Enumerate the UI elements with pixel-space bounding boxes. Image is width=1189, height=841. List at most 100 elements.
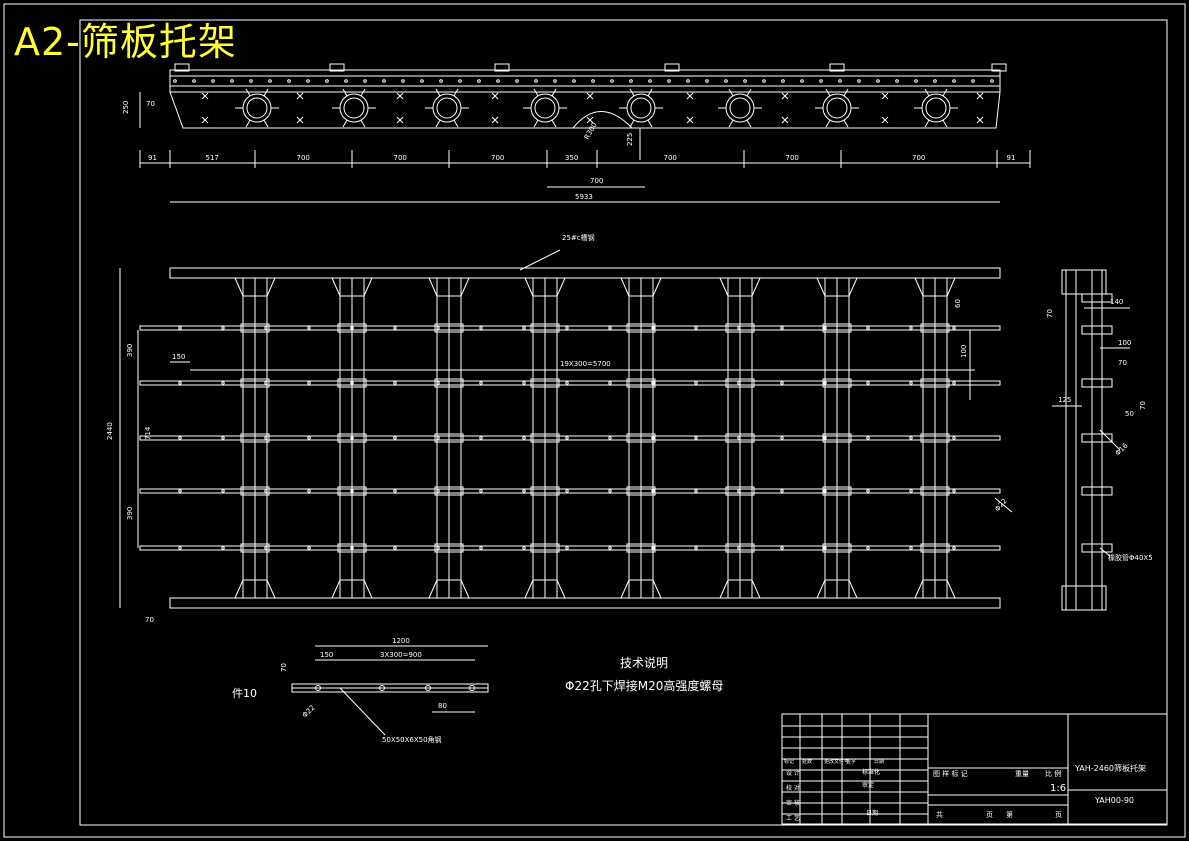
bolt-hole [325,79,329,83]
cross-member [139,545,1001,551]
post-clamp [240,433,270,443]
post-clamp [725,433,755,443]
member-hole [952,546,956,550]
span-dim: 350 [565,154,578,162]
channel-note: 25#c槽钢 [562,233,595,242]
cross-mark [491,92,499,100]
pipe-hole-inner [534,97,556,119]
bar-hole [379,685,385,691]
cross-mark [296,92,304,100]
rev-header: 更改文件号 [824,758,849,765]
member-hole [608,489,612,493]
bolt-hole [192,79,196,83]
mount-tab [664,63,680,72]
weld-mark [533,88,539,97]
side-dim: Φ16 [1114,441,1130,457]
member-hole [565,436,569,440]
mount-tab [329,63,345,72]
member-hole [393,436,397,440]
weld-mark [728,88,734,97]
cross-mark [201,92,209,100]
side-bracket [1081,543,1113,553]
post-gusset [719,579,761,599]
scale-value: 1:6 [1050,783,1066,794]
bolt-hole [857,79,861,83]
sheet-label: 第 [1006,810,1013,819]
weld-mark [435,88,441,97]
bolt-hole [173,79,177,83]
bolt-hole [648,79,652,83]
side-bracket [1081,486,1113,496]
side-dim: 100 [1118,339,1131,347]
bolt-hole [971,79,975,83]
mark-label: 比 例 [1045,769,1061,778]
bottom-channel [169,597,1001,609]
role-label: 校 对 [786,784,800,792]
member-hole [479,489,483,493]
edge-dim: 150 [172,353,185,361]
bolt-hole [477,79,481,83]
post-clamp [240,378,270,388]
post-gusset [620,277,662,297]
post-clamp [337,378,367,388]
side-cap [1061,585,1107,611]
member-hole [952,436,956,440]
mount-tab [991,63,1007,72]
member-hole [694,381,698,385]
member-hole [694,436,698,440]
bolt-hole [629,79,633,83]
member-hole [393,546,397,550]
member-hole [694,326,698,330]
weld-mark [360,119,366,128]
bolt-hole [838,79,842,83]
member-hole [565,489,569,493]
weld-mark [924,88,930,97]
bolt-hole [420,79,424,83]
member-hole [909,436,913,440]
part-edge-dim: 150 [320,651,333,659]
post-clamp [822,378,852,388]
weld-mark [746,119,752,128]
weld-mark [342,119,348,128]
total-height-dim: 2440 [106,422,114,440]
member-hole [221,326,225,330]
post-gusset [524,277,566,297]
member-hole [221,546,225,550]
member-hole [178,436,182,440]
weld-mark [360,88,366,97]
mark-label: 图 样 标 记 [933,769,968,778]
post-gusset [234,277,276,297]
post-gusset [524,579,566,599]
member-hole [221,436,225,440]
pipe-hole-inner [826,97,848,119]
side-view-body [1065,269,1103,611]
bolt-hole [211,79,215,83]
cross-mark [781,92,789,100]
member-hole [479,436,483,440]
post-clamp [337,323,367,333]
bolt-hole [819,79,823,83]
side-bracket [1081,433,1113,443]
weld-mark [551,88,557,97]
member-hole [909,489,913,493]
span-dim: 517 [206,154,219,162]
weld-mark [629,88,635,97]
member-hole [221,489,225,493]
outer-border [3,3,1186,838]
side-bracket [1081,378,1113,388]
bolt-hole [686,79,690,83]
weld-mark [342,88,348,97]
post-gusset [719,277,761,297]
leader-line [1099,547,1111,557]
cross-mark [586,116,594,124]
bolt-hole [743,79,747,83]
inner-border [79,19,1168,826]
part-height-dim: 70 [280,663,288,672]
overall-dim: 5933 [575,193,593,201]
post-clamp [920,323,950,333]
post-clamp [337,486,367,496]
arc-cutout [572,111,633,129]
member-hole [178,381,182,385]
bolt-hole [914,79,918,83]
role-label: 工 艺 [786,814,800,822]
